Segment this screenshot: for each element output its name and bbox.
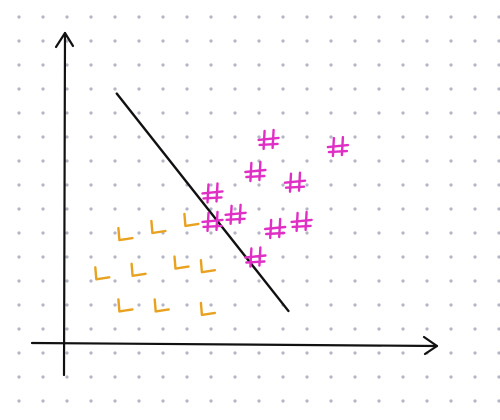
y-axis-line [62, 31, 67, 377]
decision-boundary-group [115, 92, 290, 313]
data-points [94, 128, 350, 317]
x-axis-arrowhead [422, 335, 439, 356]
l-mark [117, 226, 134, 242]
l-mark [117, 298, 134, 313]
decision-boundary-line [115, 92, 290, 313]
l-mark [130, 262, 147, 277]
h-mark [283, 171, 307, 193]
h-mark [326, 135, 350, 158]
h-mark [224, 203, 247, 226]
axes [30, 31, 439, 377]
h-mark [201, 182, 224, 204]
h-mark [244, 160, 267, 183]
h-mark [264, 217, 287, 240]
h-mark [257, 128, 280, 151]
y-axis-arrowhead [54, 31, 75, 49]
l-mark [183, 212, 200, 228]
l-mark [94, 266, 111, 281]
x-axis-line [30, 341, 439, 348]
h-mark [201, 210, 224, 233]
l-mark [173, 255, 190, 270]
l-mark [199, 259, 217, 274]
l-mark [153, 298, 170, 313]
h-mark [244, 246, 267, 268]
h-mark [290, 210, 313, 233]
l-mark [199, 301, 217, 317]
l-mark [150, 219, 167, 235]
